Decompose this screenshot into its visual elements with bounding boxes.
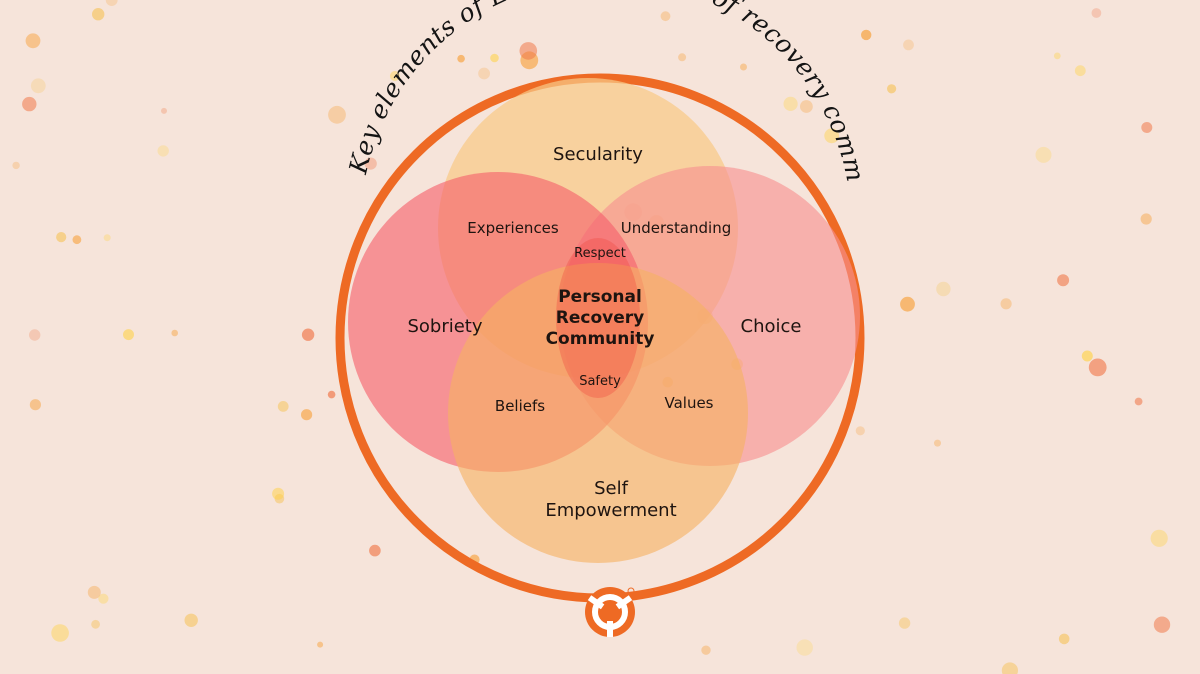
sparkle-dot xyxy=(327,390,336,399)
sparkle-dot xyxy=(92,8,105,21)
sparkle-dot xyxy=(123,329,134,341)
sparkle-dot xyxy=(105,0,118,6)
circle-bottom xyxy=(448,263,748,563)
sparkle-dot xyxy=(490,53,499,63)
sparkle-dot xyxy=(317,641,324,648)
sparkle-dot xyxy=(91,619,100,629)
sparkle-dot xyxy=(72,235,82,245)
sparkle-dot xyxy=(824,128,840,144)
center-label-line2: Recovery xyxy=(556,308,644,328)
diagram-title-text: Key elements of Lorraine's circle of rec… xyxy=(0,0,870,184)
sparkle-dot xyxy=(364,157,377,170)
label-experiences: Experiences xyxy=(467,219,559,237)
sparkle-dot xyxy=(369,544,381,557)
diagram-title: Key elements of Lorraine's circle of rec… xyxy=(0,0,870,184)
sparkle-dot xyxy=(887,84,897,94)
sparkle-dot xyxy=(1081,350,1093,362)
sparkle-dot xyxy=(800,100,813,113)
center-label-line3: Community xyxy=(546,329,655,349)
sparkle-dot xyxy=(1141,122,1153,133)
label-values: Values xyxy=(664,394,713,412)
label-sobriety: Sobriety xyxy=(407,316,482,337)
sparkle-dot xyxy=(903,39,914,51)
sparkle-dot xyxy=(1058,633,1070,645)
venn-diagram xyxy=(348,78,860,563)
sparkle-dot xyxy=(389,71,400,81)
sparkle-dot xyxy=(277,401,289,412)
sparkle-dot xyxy=(87,585,101,599)
sparkle-dot xyxy=(478,67,490,80)
sparkle-dot xyxy=(1150,529,1168,547)
sparkle-dot xyxy=(457,54,465,63)
recovery-community-logo-icon xyxy=(585,587,635,637)
sparkle-dot xyxy=(934,439,941,447)
sparkle-dot xyxy=(519,42,538,60)
sparkle-dot xyxy=(855,426,865,436)
sparkle-dot xyxy=(1001,662,1018,674)
sparkle-dot xyxy=(29,399,41,411)
sparkle-dot xyxy=(272,487,285,500)
sparkle-dot xyxy=(30,78,46,94)
label-secularity: Secularity xyxy=(553,144,643,165)
sparkle-dot xyxy=(678,53,687,62)
sparkle-dot xyxy=(328,105,346,124)
sparkle-dot xyxy=(161,107,167,114)
sparkle-dot xyxy=(301,328,315,341)
sparkle-dot xyxy=(184,613,198,627)
sparkle-dot xyxy=(796,639,813,656)
sparkle-dot xyxy=(936,281,951,297)
sparkle-dot xyxy=(1088,358,1107,377)
sparkle-dot xyxy=(1134,397,1143,406)
sparkle-dot xyxy=(56,232,67,243)
sparkle-dot xyxy=(25,33,41,49)
sparkle-dot xyxy=(98,593,109,604)
sparkle-dot xyxy=(1140,213,1152,225)
sparkle-dot xyxy=(740,63,747,71)
label-self: Self xyxy=(594,478,629,499)
sparkle-dot xyxy=(103,234,111,242)
sparkle-dot xyxy=(157,145,169,157)
sparkle-dot xyxy=(1053,52,1061,60)
label-safety: Safety xyxy=(579,374,621,389)
sparkle-dot xyxy=(898,617,911,629)
label-understanding: Understanding xyxy=(621,219,732,237)
sparkle-dot xyxy=(1035,146,1052,163)
sparkle-dot xyxy=(900,296,915,312)
sparkle-dot xyxy=(171,329,178,337)
sparkle-dot xyxy=(1000,298,1012,310)
center-label-line1: Personal xyxy=(558,287,642,307)
label-beliefs: Beliefs xyxy=(495,397,545,415)
label-respect: Respect xyxy=(574,246,626,261)
sparkle-dot xyxy=(51,624,69,642)
sparkle-dot xyxy=(1091,8,1102,18)
sparkle-dot xyxy=(1153,616,1171,633)
sparkle-dot xyxy=(29,329,41,341)
sparkle-dot xyxy=(660,11,671,22)
sparkle-dot xyxy=(1057,274,1070,287)
sparkle-dot xyxy=(861,29,872,41)
sparkle-dot xyxy=(301,409,313,421)
sparkle-dot xyxy=(701,645,711,655)
sparkle-dot xyxy=(783,96,798,111)
center-overlap xyxy=(556,238,640,398)
sparkle-dot xyxy=(22,96,37,112)
label-empowerment: Empowerment xyxy=(545,500,676,521)
label-choice: Choice xyxy=(741,316,802,337)
sparkle-dot xyxy=(12,161,20,170)
sparkle-dot xyxy=(1074,65,1086,77)
